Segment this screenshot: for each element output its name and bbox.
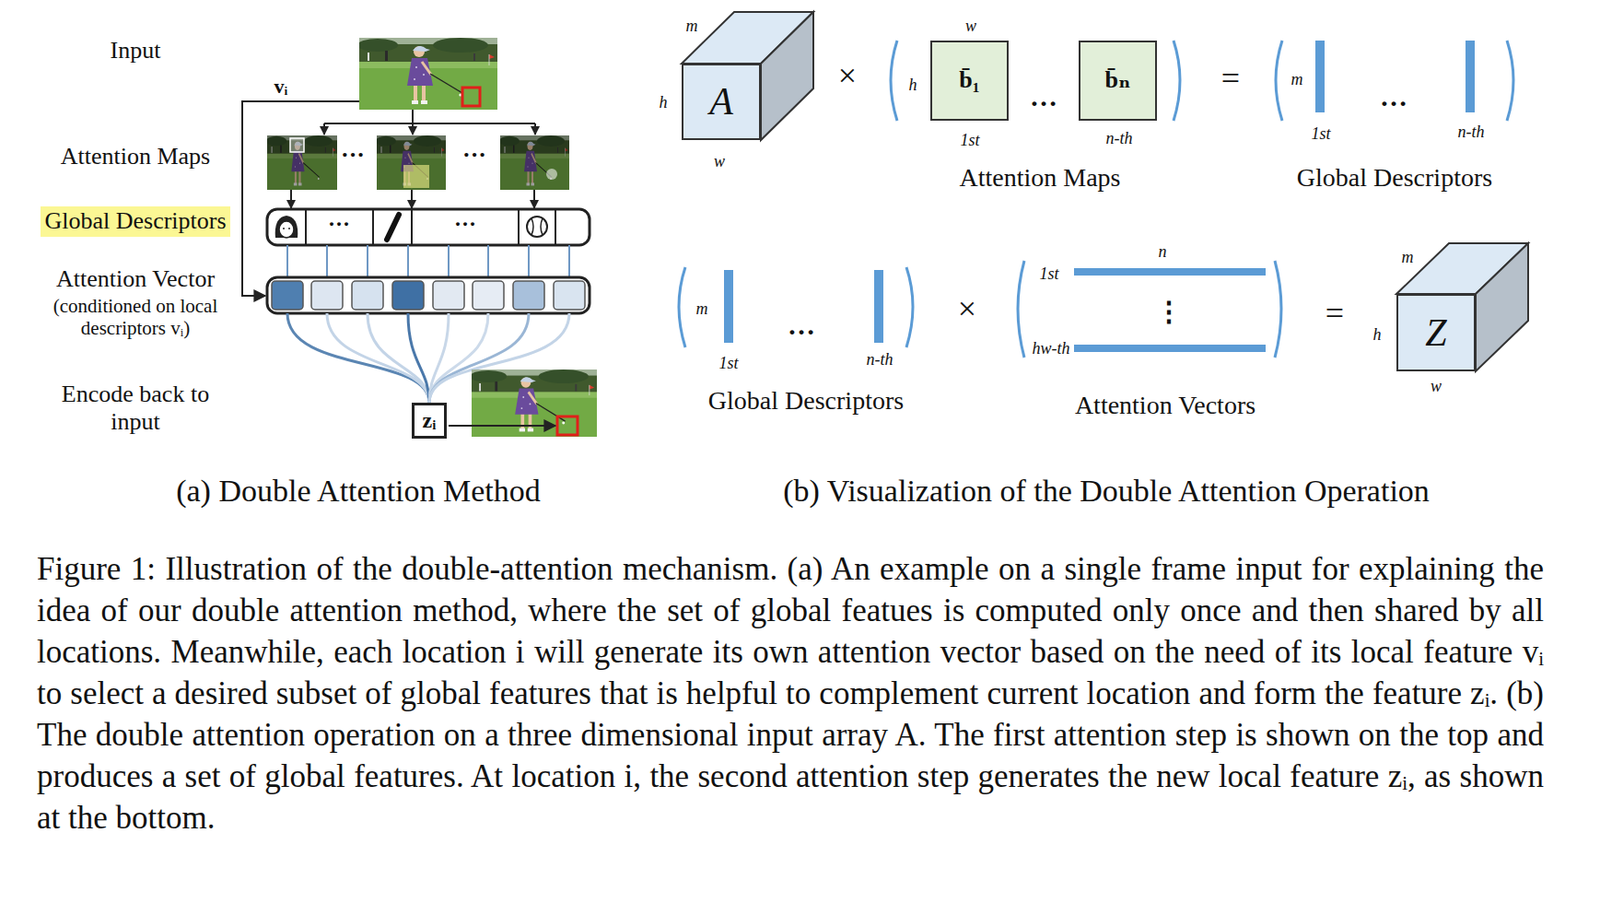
index-label: n-th (1106, 128, 1133, 149)
node-text: Z (1424, 311, 1447, 354)
signal-name: vᵢ (274, 74, 289, 98)
ellipsis: ··· (462, 140, 487, 169)
index-label: n-th (1458, 122, 1485, 142)
row-heading: Attention Vector (56, 265, 215, 293)
row-heading: Encode back to input (57, 380, 214, 436)
local-descriptor-wire (242, 101, 360, 296)
index-label: 1st (959, 130, 980, 151)
operator: = (1325, 294, 1344, 333)
dimension-label: m (696, 299, 709, 319)
operator: × (838, 57, 857, 95)
index-label: 1st (718, 353, 738, 374)
highlighted-heading: Global Descriptors (40, 206, 231, 237)
ellipsis: ··· (327, 211, 351, 238)
index-label: n-th (866, 350, 894, 370)
figure-caption: Figure 1: Illustration of the double-att… (36, 548, 1544, 839)
ellipsis: … (1029, 81, 1058, 114)
output-photo (469, 369, 597, 437)
attention-map-thumbnails (266, 135, 570, 190)
group-heading: Global Descriptors (708, 385, 904, 416)
node-text: A (709, 80, 734, 123)
operator: = (1221, 59, 1240, 98)
dimension-label: h (659, 93, 668, 113)
attention-vector-bar (267, 277, 590, 314)
attention-links (287, 245, 570, 278)
input-photo (357, 37, 498, 110)
index-label: 1st (1310, 124, 1331, 144)
dimension-label: h (1373, 325, 1382, 345)
group-heading: Attention Maps (959, 163, 1122, 193)
node-text: b̄₁ (958, 67, 980, 94)
dimension-label: m (1291, 70, 1304, 90)
dimension-label: m (1401, 247, 1414, 268)
ellipsis: … (787, 309, 816, 342)
dimension-label: w (713, 151, 725, 172)
output-feature-box: zᵢ (411, 402, 447, 439)
operator: × (957, 290, 977, 328)
ellipsis: … (1379, 81, 1408, 114)
brackets (678, 40, 1514, 358)
group-heading: Global Descriptors (1296, 163, 1493, 193)
group-heading: Attention Vectors (1074, 390, 1256, 421)
panel-caption: (b) Visualization of the Double Attentio… (782, 472, 1430, 509)
output-cube-face: Z (1396, 293, 1476, 372)
descriptor-bars (724, 40, 1475, 352)
encode-arrow (448, 424, 556, 427)
face-icon (275, 215, 299, 238)
cube-a (681, 11, 814, 141)
ellipsis: ⋮ (1155, 295, 1183, 328)
node-text: b̄ₙ (1105, 67, 1132, 94)
index-label: 1st (1039, 264, 1059, 284)
cube-z (1396, 243, 1529, 372)
global-descriptor-bar (267, 209, 590, 246)
ellipsis: ··· (454, 211, 477, 238)
row-note: (conditioned on local descriptors vᵢ) (38, 294, 233, 339)
dimension-label: m (686, 16, 699, 36)
dimension-label: n (1158, 242, 1168, 262)
input-cube-face: A (681, 63, 761, 141)
row-heading: Input (110, 36, 162, 65)
dimension-label: w (1430, 376, 1442, 397)
node-text: zᵢ (422, 408, 437, 433)
attention-map-box: b̄ₙ (1078, 40, 1157, 121)
row-heading: Attention Maps (60, 142, 211, 171)
dimension-label: w (965, 16, 977, 36)
node-text: Global Descriptors (44, 208, 226, 235)
ellipsis: ··· (340, 140, 365, 169)
ball-icon (526, 216, 548, 237)
index-label: hw-th (1031, 338, 1070, 359)
club-icon (386, 214, 399, 240)
attention-map-box: b̄₁ (930, 40, 1009, 121)
panel-caption: (a) Double Attention Method (175, 472, 541, 509)
dimension-label: h (909, 75, 918, 95)
